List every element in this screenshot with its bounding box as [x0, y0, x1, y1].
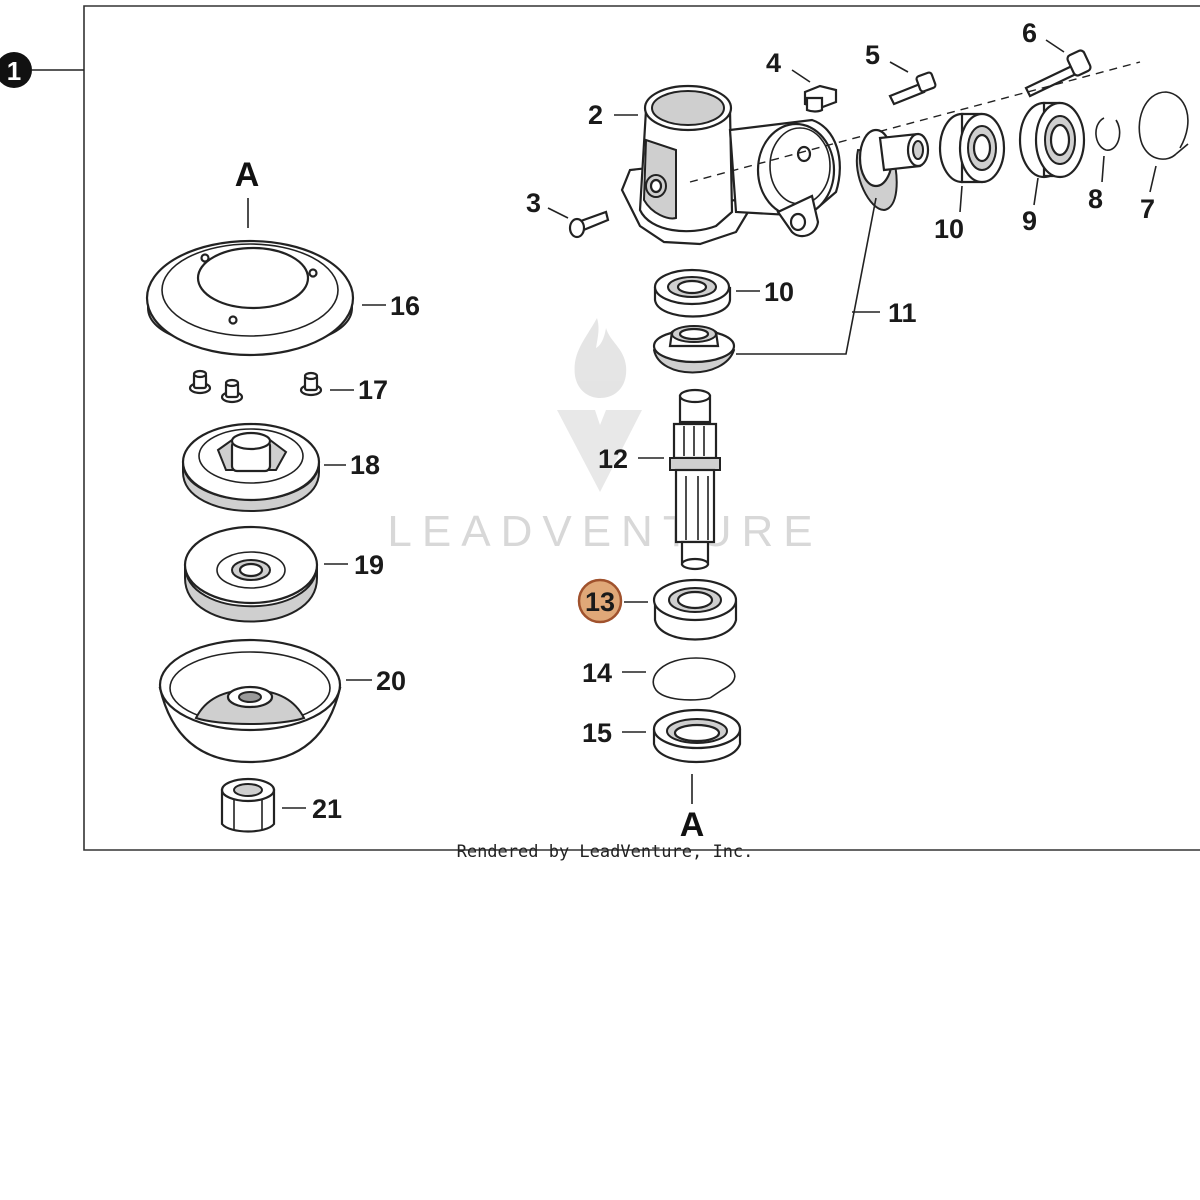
flame-icon — [574, 318, 627, 398]
highlight-badge[interactable] — [577, 578, 623, 624]
callout-5[interactable]: 5 — [865, 40, 880, 70]
part-10-bearing-upper[interactable] — [938, 112, 1006, 184]
credit-text: Rendered by LeadVenture, Inc. — [457, 842, 754, 862]
callout-19[interactable]: 19 — [354, 550, 384, 580]
part-20-cup[interactable] — [158, 638, 342, 764]
part-7-snap-ring[interactable] — [1138, 91, 1189, 160]
callout-13[interactable]: 13 — [585, 587, 615, 617]
callout-18[interactable]: 18 — [350, 450, 380, 480]
part-9-bearing[interactable] — [1018, 101, 1086, 179]
part-13-bearing[interactable] — [652, 578, 738, 641]
diagram-frame — [83, 5, 1200, 851]
part-14-snap-ring[interactable] — [652, 657, 736, 701]
assembly-axis-line — [689, 61, 1141, 183]
part-6-bolt[interactable] — [1024, 49, 1092, 98]
watermark-text: LEADVENTURE — [387, 507, 822, 556]
callout-4[interactable]: 4 — [766, 48, 781, 78]
callout-11[interactable]: 11 — [888, 298, 917, 328]
assembly-marker-label: 1 — [7, 56, 21, 86]
assembly-marker[interactable]: 1 — [0, 52, 84, 88]
part-21-nut[interactable] — [220, 777, 276, 833]
part-15-seal[interactable] — [652, 708, 742, 764]
callout-3[interactable]: 3 — [526, 188, 541, 218]
part-11-pinion[interactable] — [855, 128, 930, 212]
watermark: LEADVENTURE — [387, 318, 822, 556]
callout-21[interactable]: 21 — [312, 794, 342, 824]
section-marker-top: A — [235, 156, 260, 194]
part-19-plate[interactable] — [183, 525, 319, 623]
callout-9[interactable]: 9 — [1022, 206, 1037, 236]
part-11-bevel-gear[interactable] — [652, 325, 736, 374]
part-2-gear-case[interactable] — [620, 84, 841, 246]
callout-12[interactable]: 12 — [598, 444, 628, 474]
callout-16[interactable]: 16 — [390, 291, 420, 321]
part-10-bearing-lower[interactable] — [653, 268, 732, 318]
section-marker-bottom: A — [680, 806, 705, 844]
callout-10-upper[interactable]: 10 — [934, 214, 964, 244]
part-17-screws[interactable] — [188, 369, 323, 404]
callout-2[interactable]: 2 — [588, 100, 603, 130]
callout-20[interactable]: 20 — [376, 666, 406, 696]
callout-14[interactable]: 14 — [582, 658, 612, 688]
part-18-holder[interactable] — [181, 422, 321, 512]
callout-15[interactable]: 15 — [582, 718, 612, 748]
part-16-cover[interactable] — [145, 239, 355, 357]
part-12-shaft[interactable] — [669, 388, 721, 571]
v-logo-icon — [557, 410, 642, 492]
callout-7[interactable]: 7 — [1140, 194, 1155, 224]
part-3-screw[interactable] — [568, 210, 610, 239]
callout-6[interactable]: 6 — [1022, 18, 1037, 48]
callout-8[interactable]: 8 — [1088, 184, 1103, 214]
part-4-bolt[interactable] — [803, 84, 838, 113]
callout-17[interactable]: 17 — [358, 375, 388, 405]
callout-10-lower[interactable]: 10 — [764, 277, 794, 307]
part-5-screw[interactable] — [888, 71, 937, 106]
part-8-circlip[interactable] — [1095, 117, 1121, 151]
